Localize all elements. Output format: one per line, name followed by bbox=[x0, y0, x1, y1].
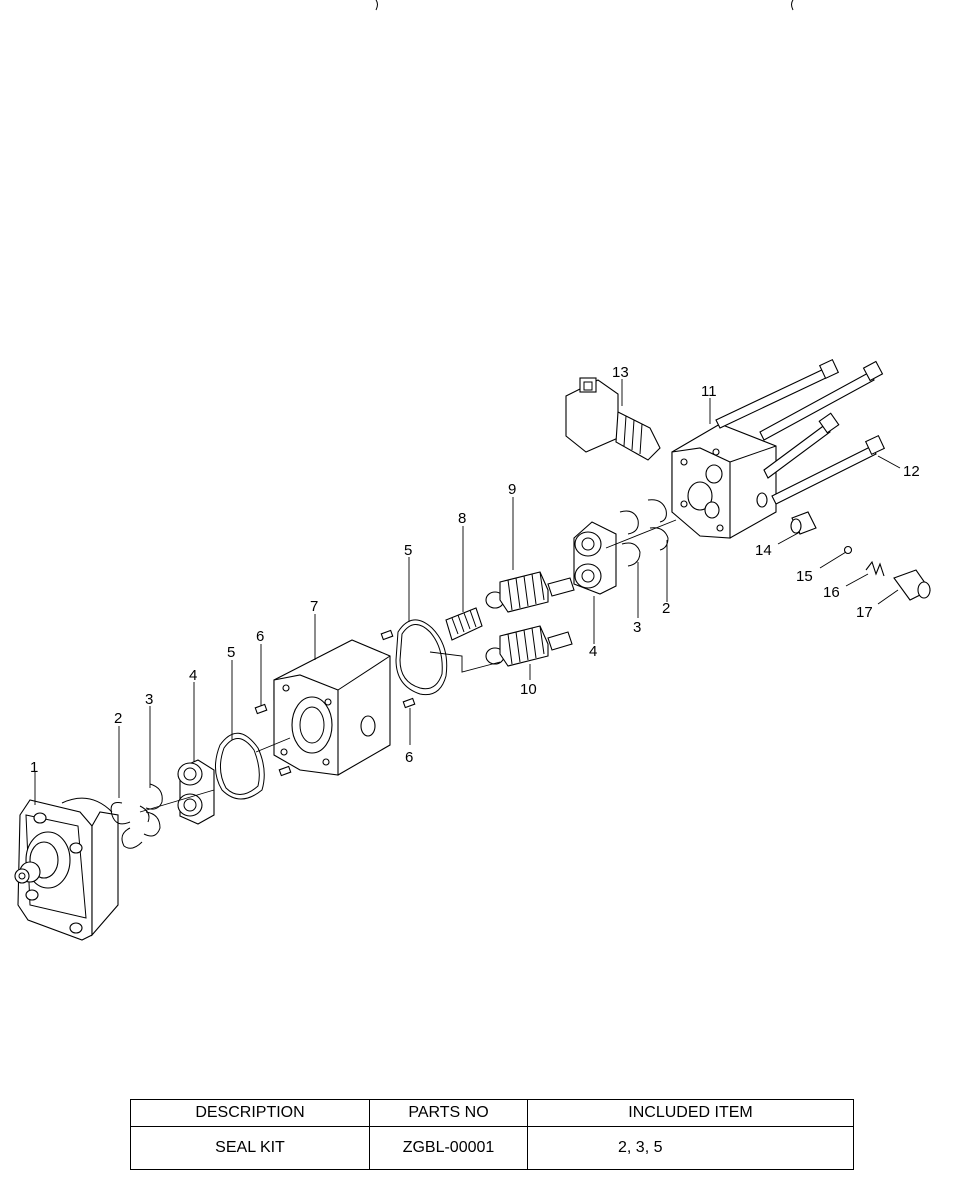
callout-15: 15 bbox=[796, 568, 813, 585]
part-13-solenoid-valve bbox=[565, 377, 661, 461]
seal-kit-table: DESCRIPTION PARTS NO INCLUDED ITEM SEAL … bbox=[130, 1099, 854, 1170]
table-header-row: DESCRIPTION PARTS NO INCLUDED ITEM bbox=[130, 1099, 854, 1127]
part-1-front-cover bbox=[14, 797, 119, 941]
callout-3-left: 3 bbox=[145, 691, 153, 708]
part-3-seal-right bbox=[619, 510, 641, 567]
callout-10: 10 bbox=[520, 681, 537, 698]
part-16-spring bbox=[865, 560, 885, 577]
part-14-plug bbox=[790, 511, 817, 535]
callout-4-right: 4 bbox=[589, 643, 597, 660]
callout-2-right: 2 bbox=[662, 600, 670, 617]
part-5-gasket-left bbox=[215, 732, 265, 800]
cell-description: SEAL KIT bbox=[130, 1126, 370, 1170]
part-8-coupling bbox=[445, 607, 483, 641]
callout-14: 14 bbox=[755, 542, 772, 559]
part-11-rear-cover bbox=[671, 423, 777, 539]
part-3-seal-left bbox=[139, 783, 163, 837]
callout-5-left: 5 bbox=[227, 644, 235, 661]
header-description: DESCRIPTION bbox=[130, 1099, 370, 1127]
header-included-item: INCLUDED ITEM bbox=[527, 1099, 854, 1127]
leader-lines bbox=[34, 379, 901, 805]
part-9-drive-gear bbox=[485, 571, 575, 613]
header-parts-no: PARTS NO bbox=[369, 1099, 528, 1127]
callout-6-left: 6 bbox=[256, 628, 264, 645]
callout-2-left: 2 bbox=[114, 710, 122, 727]
callout-6-right: 6 bbox=[405, 749, 413, 766]
table-row: SEAL KIT ZGBL-00001 2, 3, 5 bbox=[130, 1126, 854, 1170]
callout-9: 9 bbox=[508, 481, 516, 498]
callout-11: 11 bbox=[701, 383, 717, 400]
part-17-adjuster bbox=[893, 569, 931, 601]
part-7-pump-body bbox=[273, 639, 391, 776]
part-2-backup-ring-right bbox=[647, 499, 669, 551]
callout-7: 7 bbox=[310, 598, 318, 615]
callout-8: 8 bbox=[458, 510, 466, 527]
part-6-dowel-pins bbox=[254, 629, 416, 777]
part-12-tie-bolts bbox=[715, 358, 886, 505]
callout-12: 12 bbox=[903, 463, 920, 480]
callout-1: 1 bbox=[30, 759, 38, 776]
callout-17: 17 bbox=[856, 604, 873, 621]
cell-parts-no: ZGBL-00001 bbox=[369, 1126, 528, 1170]
part-4-bushing-right bbox=[573, 521, 617, 595]
part-2-backup-ring-left bbox=[110, 802, 143, 849]
callout-4-left: 4 bbox=[189, 667, 197, 684]
callout-3-right: 3 bbox=[633, 619, 641, 636]
part-5-gasket-right bbox=[395, 619, 448, 696]
callout-5-right: 5 bbox=[404, 542, 412, 559]
cropped-header-remnant bbox=[375, 0, 794, 11]
part-10-driven-gear bbox=[485, 625, 573, 667]
part-4-bushing-left bbox=[177, 759, 215, 825]
part-15-ball bbox=[843, 545, 853, 555]
callout-16: 16 bbox=[823, 584, 840, 601]
callout-13: 13 bbox=[612, 364, 629, 381]
exploded-pump-diagram: 1 2 3 4 5 6 7 5 6 8 9 10 4 3 2 13 11 12 … bbox=[14, 0, 931, 941]
cell-included-item: 2, 3, 5 bbox=[527, 1126, 854, 1170]
